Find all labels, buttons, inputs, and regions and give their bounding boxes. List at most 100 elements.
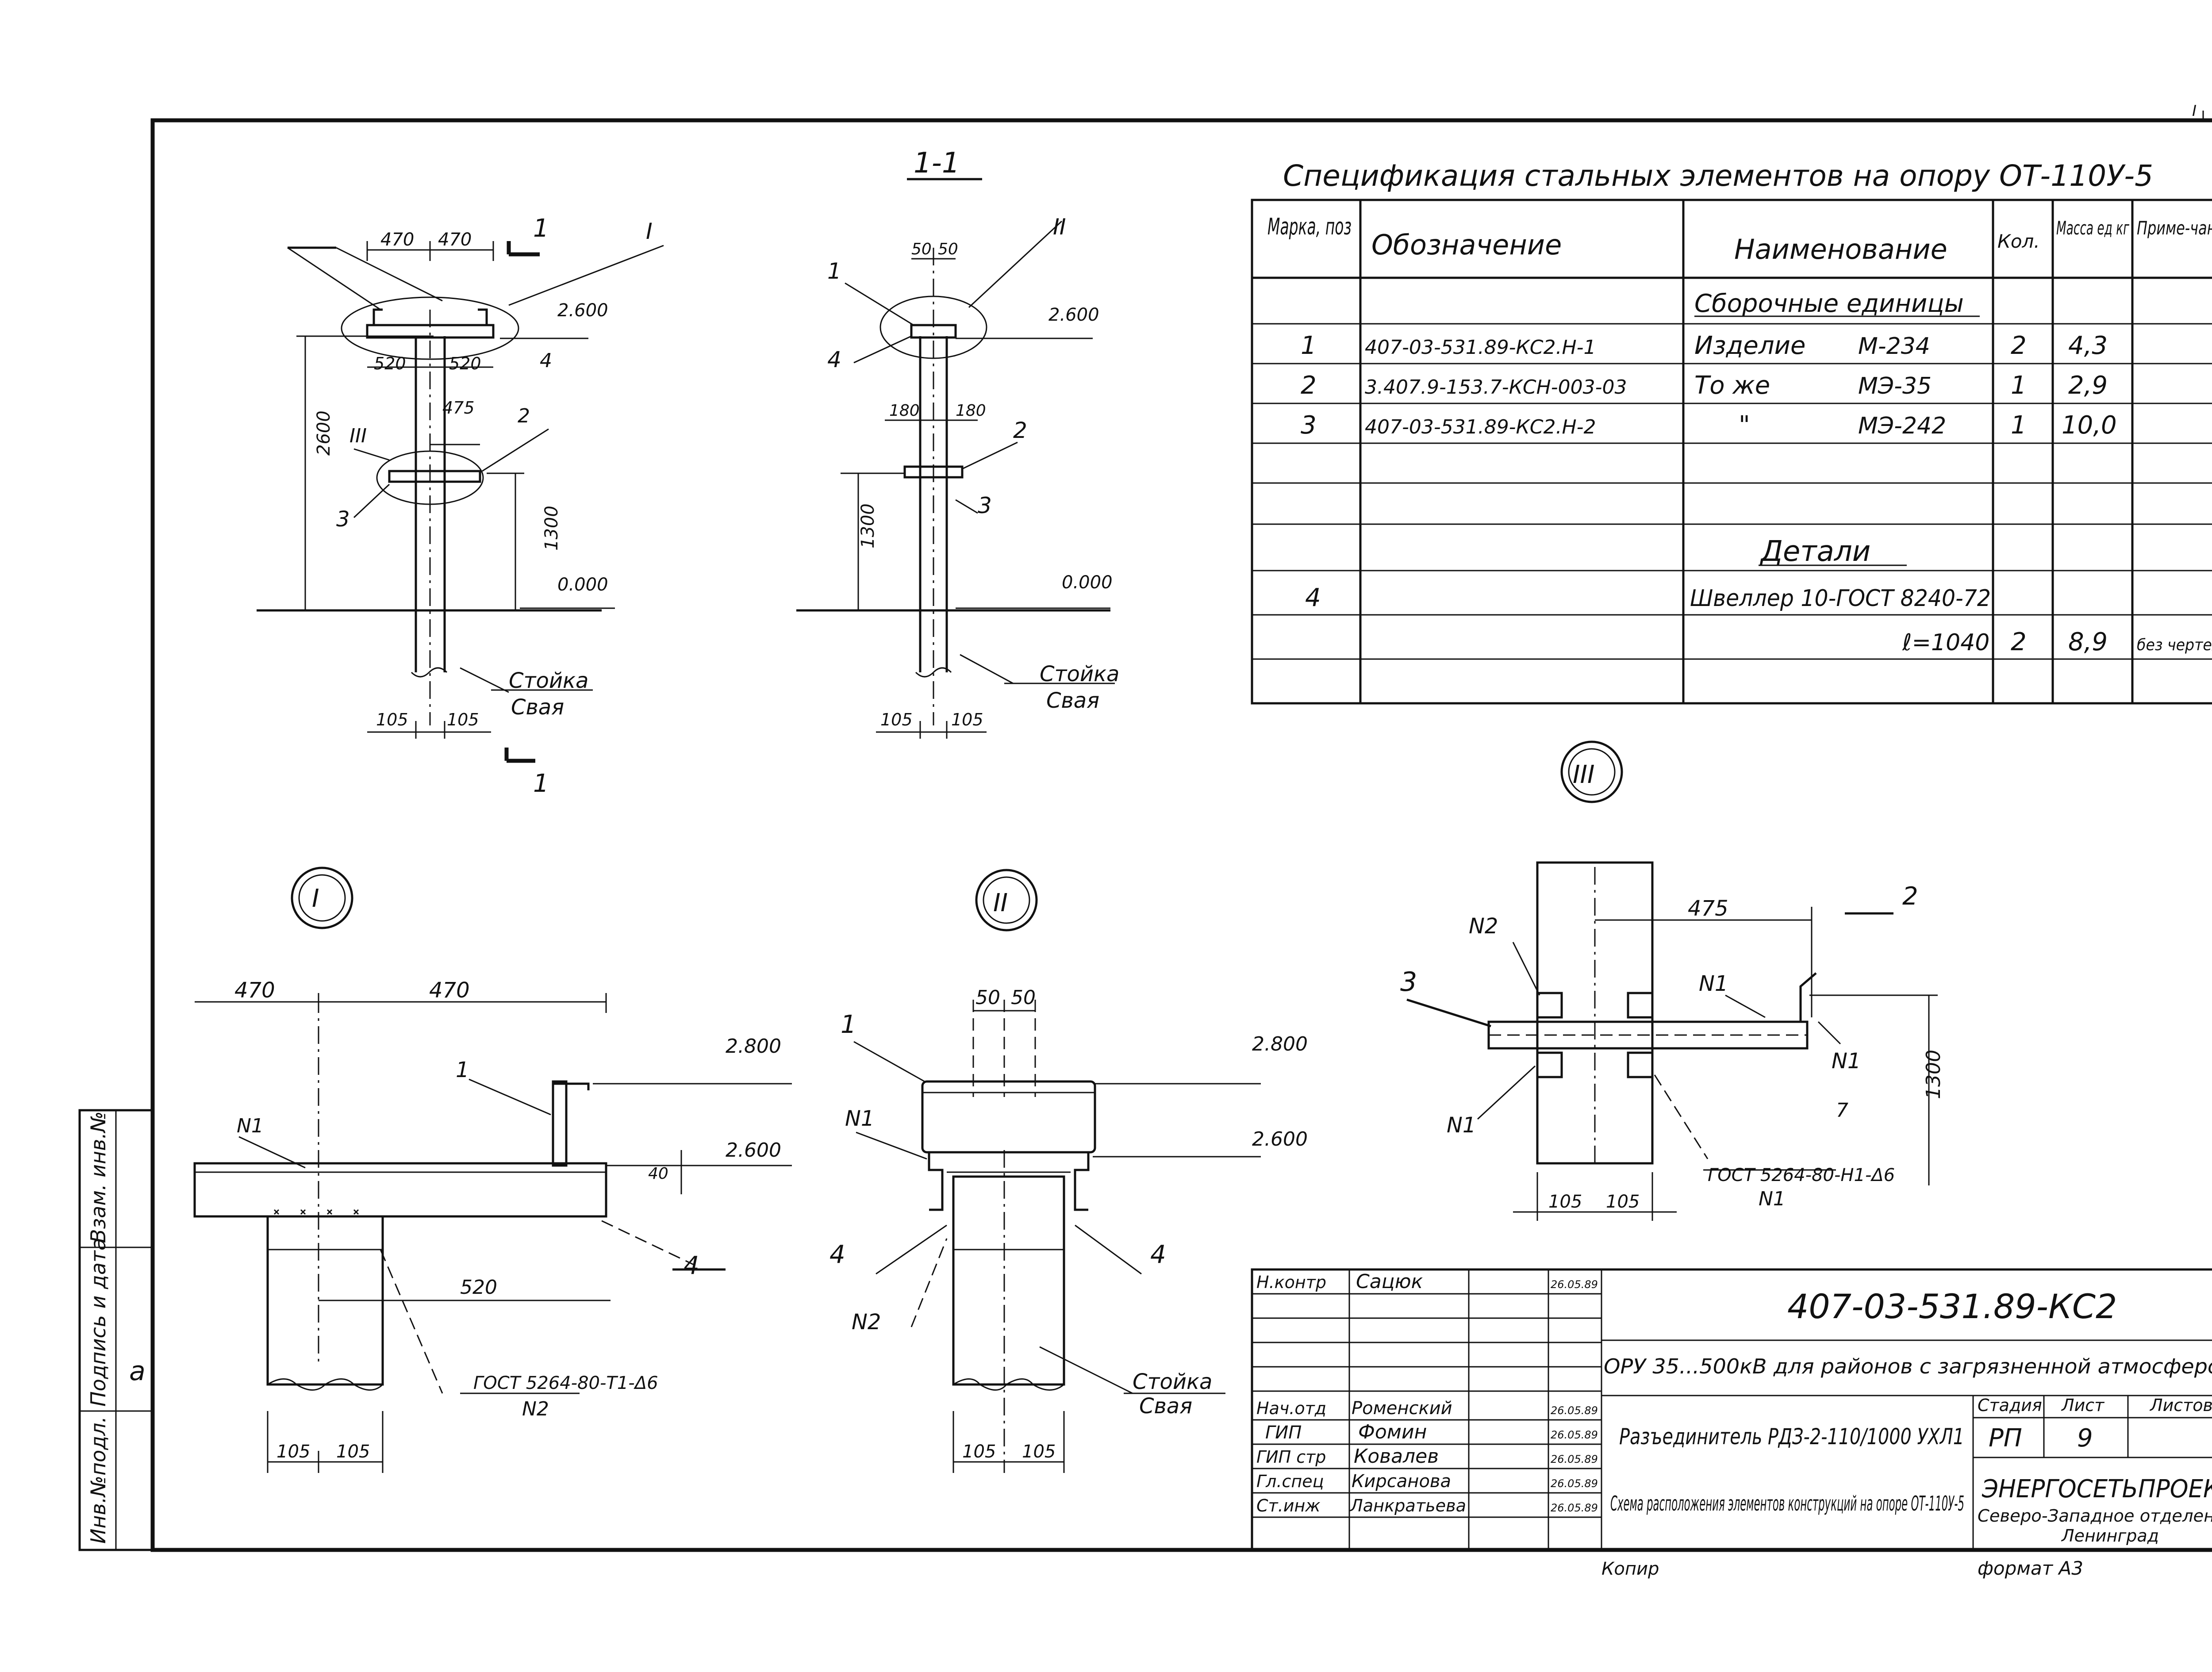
spec-row2-mark: 2: [1301, 371, 1317, 400]
elev-dim-2600: 2600: [314, 410, 334, 456]
spec-title: Спецификация стальных элементов на опору…: [1283, 159, 2153, 193]
spec-header-mass: Масса ед кг: [2056, 217, 2130, 239]
elev-cut-label-bottom: 1: [533, 769, 549, 798]
detail-II-dim-105-right: 105: [1022, 1442, 1056, 1462]
detail-II-level-mid: 2.600: [1252, 1128, 1308, 1150]
tb-stage-label: Стадия: [1978, 1396, 2042, 1415]
spec-texts: Спецификация стальных элементов на опору…: [1267, 159, 2212, 656]
tb-name-2: Роменский: [1352, 1398, 1452, 1419]
elev-label-svaya: Свая: [511, 695, 564, 720]
spec-row3-mass: 10,0: [2062, 411, 2117, 440]
elev-dim-520-left: 520: [374, 354, 406, 373]
section-view: [796, 178, 1115, 739]
tb-stage: РП: [1989, 1424, 2022, 1453]
detail-II-circle: II: [993, 889, 1008, 917]
detail-II-label-svaya: Свая: [1139, 1394, 1192, 1419]
stamp-vzam-inv: Взам. инв.№: [86, 1111, 110, 1243]
sect-label-svaya: Свая: [1046, 688, 1099, 713]
elev-dim-470-left: 470: [380, 230, 414, 250]
detail-III-callout-3: 3: [1400, 966, 1417, 997]
spec-section-assembly: Сборочные единицы: [1694, 289, 1964, 318]
detail-II-dim-105-left: 105: [962, 1442, 996, 1462]
sect-callout-3: 3: [978, 493, 992, 518]
top-marker: I: [2192, 102, 2197, 120]
detail-III: [1406, 740, 1938, 1221]
sect-callout-1: 1: [827, 258, 841, 284]
detail-I-level-top: 2.800: [726, 1035, 781, 1058]
spec-row1-name: Изделие: [1694, 331, 1805, 360]
sect-node-II: II: [1053, 214, 1066, 240]
spec-row3-mark: 3: [1301, 411, 1317, 440]
detail-I-level-mid: 2.600: [726, 1139, 781, 1162]
detail-II-labels: II 50 50 1 2.800 N1 2.600 4 4 N2 Стойка …: [830, 889, 1308, 1462]
detail-I-circle: I: [312, 884, 319, 913]
sect-dim-1300: 1300: [858, 503, 878, 548]
detail-III-dim-105-left: 105: [1548, 1192, 1582, 1212]
spec-row1-mass: 4,3: [2068, 331, 2108, 360]
spec-row2-mass: 2,9: [2068, 371, 2108, 400]
tb-role-4: ГИП стр: [1256, 1447, 1326, 1467]
elev-dim-470-right: 470: [438, 230, 472, 250]
tb-sheet: 9: [2077, 1424, 2093, 1453]
tb-role-6: Ст.инж: [1256, 1496, 1321, 1515]
detail-II-callout-4-left: 4: [830, 1240, 845, 1269]
spec-header-mark: Марка, поз: [1267, 214, 1352, 240]
tb-item: Разъединитель РДЗ-2-110/1000 УХЛ1: [1619, 1424, 1964, 1450]
tb-org-city: Ленинград: [2061, 1526, 2159, 1545]
detail-II-level-top: 2.800: [1252, 1033, 1308, 1055]
tb-date-3: 26.05.89: [1551, 1429, 1598, 1441]
detail-III-labels: III 475 2 N2 N1 3 N1 1300 7 N1 ГОСТ 5264…: [1400, 760, 1945, 1212]
section-labels: 1-1 50 50 II 1 2.600 4 180 180 2 3 1300 …: [827, 147, 1119, 729]
spec-detail-note: без чертежа: [2137, 636, 2212, 654]
elev-callout-2: 2: [518, 405, 530, 427]
spec-detail-mark: 4: [1305, 583, 1321, 612]
tb-org: ЭНЕРГОСЕТЬПРОЕКТ: [1982, 1475, 2212, 1503]
stamp-podp-data: Подпись и дата: [86, 1238, 110, 1407]
detail-II-weld-n2: N2: [852, 1310, 881, 1335]
elev-node-III: III: [349, 425, 367, 447]
elev-level-top: 2.600: [557, 300, 608, 321]
tb-copied: Копир: [1601, 1559, 1659, 1579]
tb-role-2: Нач.отд: [1256, 1399, 1326, 1418]
detail-III-gost: ГОСТ 5264-80-Н1-Δ6: [1708, 1165, 1895, 1185]
spec-detail-length: ℓ=1040: [1902, 629, 1989, 656]
detail-I-dim-470-left: 470: [234, 978, 275, 1003]
spec-header-name: Наименование: [1734, 233, 1947, 265]
sect-label-stoika: Стойка: [1040, 662, 1119, 686]
spec-header-qty: Кол.: [1997, 230, 2040, 252]
side-stamp: Инв.№подл. Подпись и дата Взам. инв.№ а: [78, 1109, 154, 1551]
detail-III-dim-475: 475: [1688, 896, 1728, 921]
spec-detail-mass: 8,9: [2068, 628, 2108, 656]
sheet-frame: [150, 111, 2212, 1552]
detail-III-weld-n1-right: N1: [1832, 1049, 1861, 1074]
detail-III-callout-2: 2: [1902, 882, 1918, 911]
detail-II-dim-50-right: 50: [1011, 986, 1036, 1009]
tb-name-6: Ланкратьева: [1349, 1496, 1466, 1515]
spec-row3-qty: 1: [2011, 411, 2027, 440]
spec-row2-code: МЭ-35: [1858, 373, 1932, 399]
detail-I-gost: ГОСТ 5264-80-Т1-Δ6: [473, 1373, 658, 1393]
spec-row1-mark: 1: [1301, 331, 1317, 360]
detail-I-callout-1: 1: [456, 1058, 469, 1082]
detail-I-dim-470-right: 470: [429, 978, 470, 1003]
detail-II-callout-1: 1: [841, 1010, 856, 1039]
detail-I: [193, 867, 792, 1473]
tb-name-5: Кирсанова: [1352, 1471, 1451, 1492]
detail-I-dim-105-left: 105: [276, 1442, 310, 1462]
detail-II-dim-50-left: 50: [975, 986, 1000, 1009]
title-block-texts: 407-03-531.89-КС2 ОРУ 35...500кВ для рай…: [1256, 1270, 2212, 1579]
tb-role-5: Гл.спец: [1256, 1472, 1324, 1491]
detail-I-dim-40: 40: [648, 1165, 668, 1183]
tb-name-4: Ковалев: [1354, 1445, 1439, 1468]
elev-dim-105-left: 105: [376, 710, 408, 729]
detail-III-dim-105-right: 105: [1606, 1192, 1640, 1212]
elev-node-I: I: [646, 219, 653, 244]
tb-drawing: Схема расположения элементов конструкций…: [1610, 1492, 1964, 1515]
sect-dim-180-right: 180: [956, 402, 986, 420]
spec-detail-name: Швеллер 10-ГОСТ 8240-72: [1690, 585, 1991, 612]
elev-dim-475: 475: [442, 398, 475, 418]
spec-row1-qty: 2: [2011, 331, 2027, 360]
detail-II-callout-4-right: 4: [1150, 1240, 1166, 1269]
sect-dim-105-right: 105: [951, 710, 983, 729]
title-block: [1251, 1268, 2212, 1551]
